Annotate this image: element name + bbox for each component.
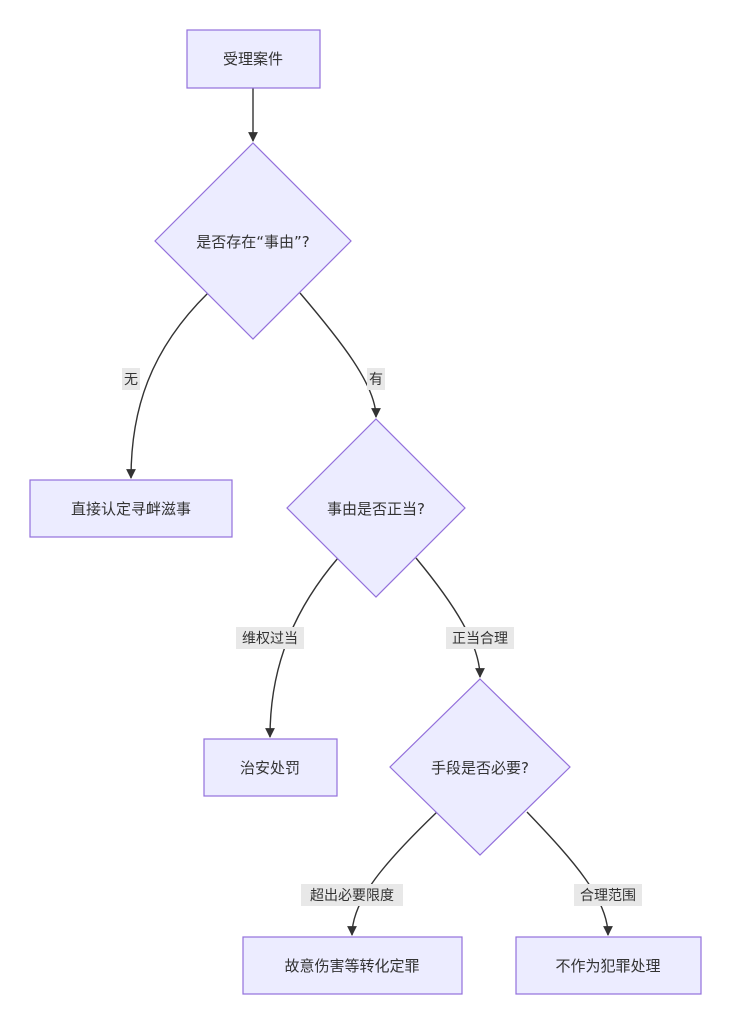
edge-label-reasonable-scope-text: 合理范围 xyxy=(580,887,636,904)
node-accept-case: 受理案件 xyxy=(186,29,321,89)
node-has-reason-text: 是否存在“事由”? xyxy=(196,233,310,251)
edge-label-beyond-limit: 超出必要限度 xyxy=(301,884,403,906)
node-intentional-injury: 故意伤害等转化定罪 xyxy=(242,936,463,995)
node-reason-proper-text: 事由是否正当? xyxy=(327,500,425,518)
edge-label-proper-reasonable-text: 正当合理 xyxy=(452,631,508,647)
node-not-crime: 不作为犯罪处理 xyxy=(515,936,702,995)
edge-yes xyxy=(299,292,381,418)
edge-beyond-limit xyxy=(347,811,438,936)
node-public-security-penalty-text: 治安处罚 xyxy=(240,759,300,777)
edge-reasonable-scope xyxy=(526,811,613,936)
node-accept-case-text: 受理案件 xyxy=(223,50,283,68)
node-means-necessary-text: 手段是否必要? xyxy=(431,759,529,777)
node-direct-finding-text: 直接认定寻衅滋事 xyxy=(71,500,191,518)
edge-label-proper-reasonable: 正当合理 xyxy=(446,627,514,649)
node-not-crime-text: 不作为犯罪处理 xyxy=(555,957,660,975)
edge-label-reasonable-scope: 合理范围 xyxy=(574,884,642,906)
node-public-security-penalty: 治安处罚 xyxy=(203,738,338,797)
edge-label-excessive-rights-text: 维权过当 xyxy=(242,631,298,647)
edge-proper-reasonable xyxy=(415,557,485,678)
edge-label-yes-text: 有 xyxy=(369,372,383,388)
edge-excessive-rights xyxy=(265,557,339,738)
node-means-necessary: 手段是否必要? xyxy=(389,678,571,856)
edge-label-no-text: 无 xyxy=(124,372,138,388)
edge-label-yes: 有 xyxy=(367,368,385,390)
node-has-reason: 是否存在“事由”? xyxy=(154,142,352,340)
node-reason-proper: 事由是否正当? xyxy=(286,418,466,598)
edge-label-no: 无 xyxy=(122,368,140,390)
edge-label-beyond-limit-text: 超出必要限度 xyxy=(310,888,394,904)
node-direct-finding: 直接认定寻衅滋事 xyxy=(29,479,233,538)
edge-label-excessive-rights: 维权过当 xyxy=(236,627,304,649)
edge-no xyxy=(126,292,209,479)
node-intentional-injury-text: 故意伤害等转化定罪 xyxy=(284,957,419,975)
